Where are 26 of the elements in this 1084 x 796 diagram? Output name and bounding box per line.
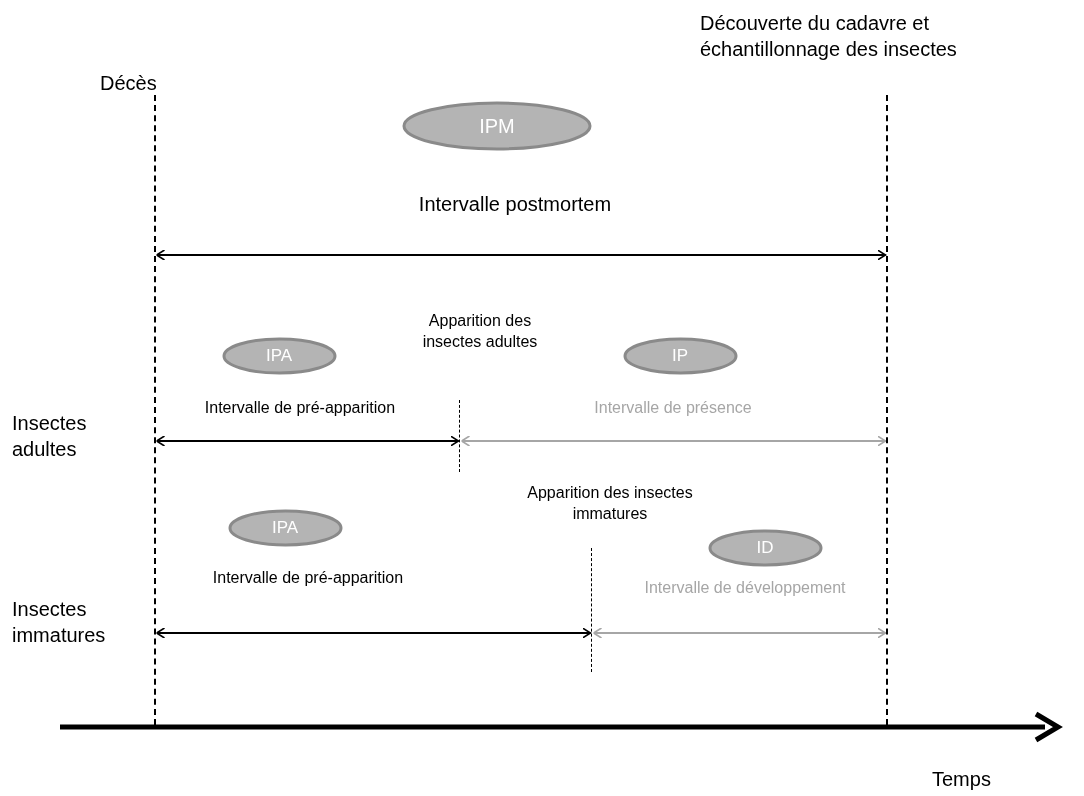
interval-ellipse: IPM — [402, 101, 592, 151]
interval-label: Intervalle de développement — [644, 579, 846, 597]
double-arrow — [155, 249, 887, 261]
annotation-text: Découverte du cadavre et échantillonnage des insectes — [700, 12, 957, 60]
annotation-text: Insectes adultes — [12, 412, 87, 460]
annotation-text: Apparition des insectes immatures — [527, 484, 693, 522]
interval-ellipse: ID — [707, 529, 823, 567]
interval-label: Intervalle de présence — [594, 399, 752, 417]
interval-label: Intervalle postmortem — [418, 193, 612, 215]
dashed-time-marker — [459, 400, 460, 472]
double-arrow — [592, 627, 887, 639]
dashed-time-marker — [886, 95, 888, 725]
interval-ellipse: IPA — [227, 509, 343, 547]
annotation-text: Apparition des insectes adultes — [422, 312, 538, 350]
interval-label: Intervalle de pré-apparition — [212, 569, 404, 587]
double-arrow — [155, 435, 460, 447]
interval-ellipse: IPA — [221, 337, 337, 375]
double-arrow — [155, 627, 592, 639]
interval-label: Intervalle de pré-apparition — [204, 399, 396, 417]
annotation-text: Temps — [932, 768, 991, 790]
dashed-time-marker — [154, 95, 156, 725]
double-arrow — [460, 435, 887, 447]
dashed-time-marker — [591, 548, 592, 672]
annotation-text: Insectes immatures — [12, 598, 106, 646]
annotation-text: Décès — [100, 72, 157, 94]
interval-ellipse: IP — [622, 337, 738, 375]
